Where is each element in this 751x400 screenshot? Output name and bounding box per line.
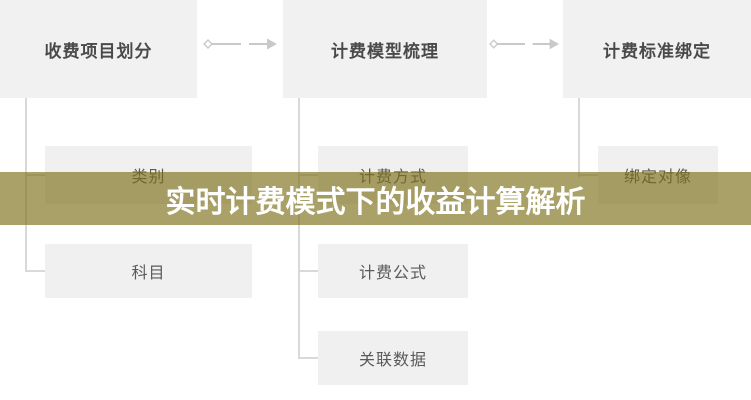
- diamond-icon: [203, 39, 213, 49]
- stage-box-billing-model: 计费模型梳理: [283, 0, 487, 98]
- child-box-billing-formula: 计费公式: [318, 244, 468, 298]
- banner-title-text: 实时计费模式下的收益计算解析: [165, 185, 586, 219]
- stage-label: 收费项目划分: [44, 41, 153, 61]
- title-banner-overlay: 实时计费模式下的收益计算解析: [0, 172, 751, 225]
- arrowhead-icon: [549, 38, 560, 50]
- connector-stub-line: [298, 270, 318, 272]
- connector-trunk-line: [298, 98, 300, 359]
- child-label: 计费公式: [358, 265, 427, 282]
- stage-label: 计费模型梳理: [331, 41, 439, 61]
- arrowhead-icon: [267, 38, 277, 50]
- connector-stub-line: [25, 270, 45, 272]
- stage-box-fee-item-division: 收费项目划分: [0, 0, 197, 98]
- flow-arrow-icon: [203, 38, 277, 50]
- stage-label: 计费标准绑定: [603, 41, 711, 61]
- stage-box-billing-standard: 计费标准绑定: [563, 0, 751, 98]
- child-box-subject: 科目: [45, 244, 252, 298]
- diamond-icon: [489, 39, 499, 49]
- connector-trunk-line: [578, 98, 580, 177]
- child-label: 关联数据: [358, 352, 427, 369]
- child-box-related-data: 关联数据: [318, 331, 468, 385]
- child-label: 科目: [131, 265, 166, 282]
- flow-arrow-icon: [489, 38, 560, 50]
- connector-stub-line: [298, 357, 318, 359]
